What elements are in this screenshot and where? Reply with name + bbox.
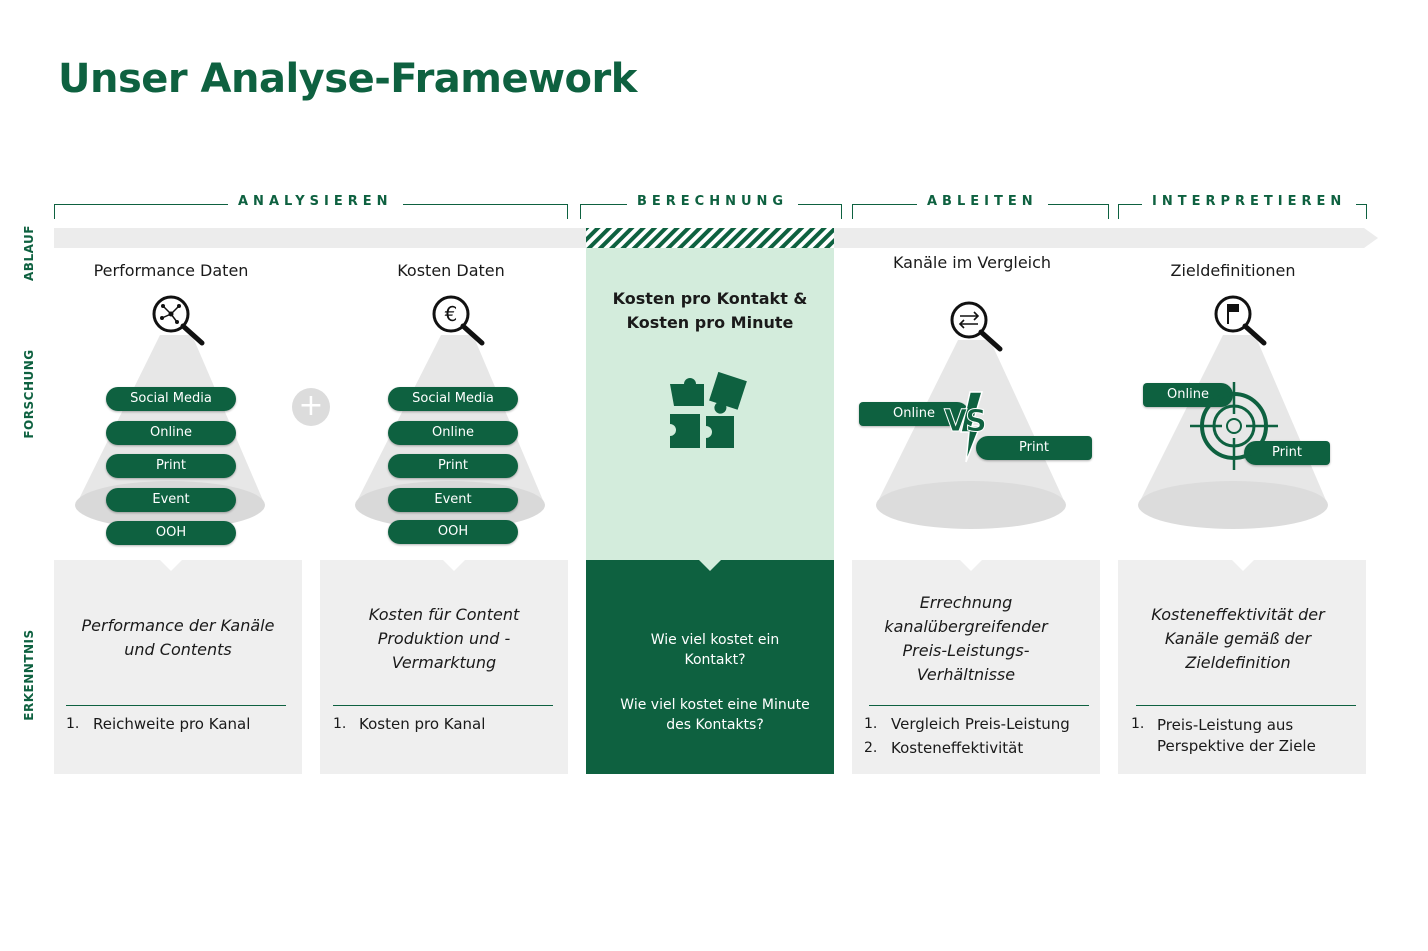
heading-zieldefinitionen: Zieldefinitionen — [1170, 261, 1296, 280]
list-number: 1. — [66, 716, 80, 732]
phase-berechnung: BERECHNUNG — [627, 194, 799, 209]
notch — [443, 560, 465, 571]
process-arrow — [54, 228, 1378, 248]
pill-social-media: Social Media — [106, 387, 236, 411]
page-title: Unser Analyse-Framework — [58, 56, 637, 102]
plus-icon: + — [292, 388, 330, 426]
heading-kanaele-im-vergleich: Kanäle im Vergleich — [892, 253, 1052, 272]
network-magnifier-icon — [152, 295, 205, 346]
result-performance: Performance der Kanäle und Contents — [81, 616, 275, 659]
result-box-performance — [54, 560, 302, 774]
question-minute: Wie viel kostet eine Minute des Kontakts… — [620, 697, 810, 733]
result-box-ziele — [1118, 560, 1366, 774]
notch — [699, 560, 721, 571]
heading-performance-daten: Performance Daten — [93, 261, 249, 280]
pill-print: Print — [976, 436, 1092, 460]
list-number: 1. — [864, 716, 878, 732]
svg-text:€: € — [445, 302, 458, 326]
result-box-berechnung — [586, 560, 834, 774]
result-box-kosten — [320, 560, 568, 774]
result-item: Vergleich Preis-Leistung — [891, 715, 1070, 733]
notch — [160, 560, 182, 571]
pill-social-media: Social Media — [388, 387, 518, 411]
pill-online: Online — [1143, 383, 1233, 407]
result-item: Kosteneffektivität — [891, 739, 1024, 757]
pill-ooh: OOH — [388, 520, 518, 544]
pill-event: Event — [106, 488, 236, 512]
versus-bolt-icon — [960, 391, 984, 463]
compare-magnifier-icon — [950, 301, 1003, 352]
pill-online: Online — [859, 402, 969, 426]
puzzle-icon — [670, 371, 747, 448]
pill-online: Online — [388, 421, 518, 445]
result-item: Kosten pro Kanal — [359, 715, 486, 733]
heading-kosten-pro-kontakt: Kosten pro Kontakt & Kosten pro Minute — [612, 289, 808, 332]
divider — [66, 705, 286, 706]
flag-magnifier-icon — [1214, 295, 1267, 346]
result-kosten: Kosten für Content Produktion und -Verma… — [368, 605, 520, 672]
list-number: 1. — [1131, 716, 1145, 732]
notch — [1232, 560, 1254, 571]
pill-print: Print — [106, 454, 236, 478]
result-item: Preis-Leistung aus Perspektive der Ziele — [1157, 716, 1316, 755]
pill-event: Event — [388, 488, 518, 512]
divider — [1136, 705, 1356, 706]
target-icon — [1190, 382, 1278, 470]
pill-ooh: OOH — [106, 521, 236, 545]
phase-ableiten: ABLEITEN — [917, 194, 1048, 209]
divider — [333, 705, 553, 706]
result-vergleich: Errechnung kanalübergreifender Preis-Lei… — [884, 593, 1048, 684]
pill-print: Print — [388, 454, 518, 478]
list-number: 1. — [333, 716, 347, 732]
pill-online: Online — [106, 421, 236, 445]
divider — [869, 705, 1089, 706]
versus-label: VS — [944, 404, 988, 440]
result-box-vergleich — [852, 560, 1100, 774]
list-number: 2. — [864, 740, 878, 756]
euro-magnifier-icon: € — [432, 295, 485, 346]
result-ziele: Kosteneffektivität der Kanäle gemäß der … — [1151, 605, 1325, 672]
question-contact: Wie viel kostet ein Kontakt? — [650, 632, 780, 668]
phase-interpretieren: INTERPRETIEREN — [1142, 194, 1357, 209]
calculation-panel — [586, 248, 834, 560]
phase-analysieren: ANALYSIEREN — [228, 194, 403, 209]
result-item: Reichweite pro Kanal — [93, 715, 251, 733]
notch — [960, 560, 982, 571]
heading-kosten-daten: Kosten Daten — [397, 261, 505, 280]
